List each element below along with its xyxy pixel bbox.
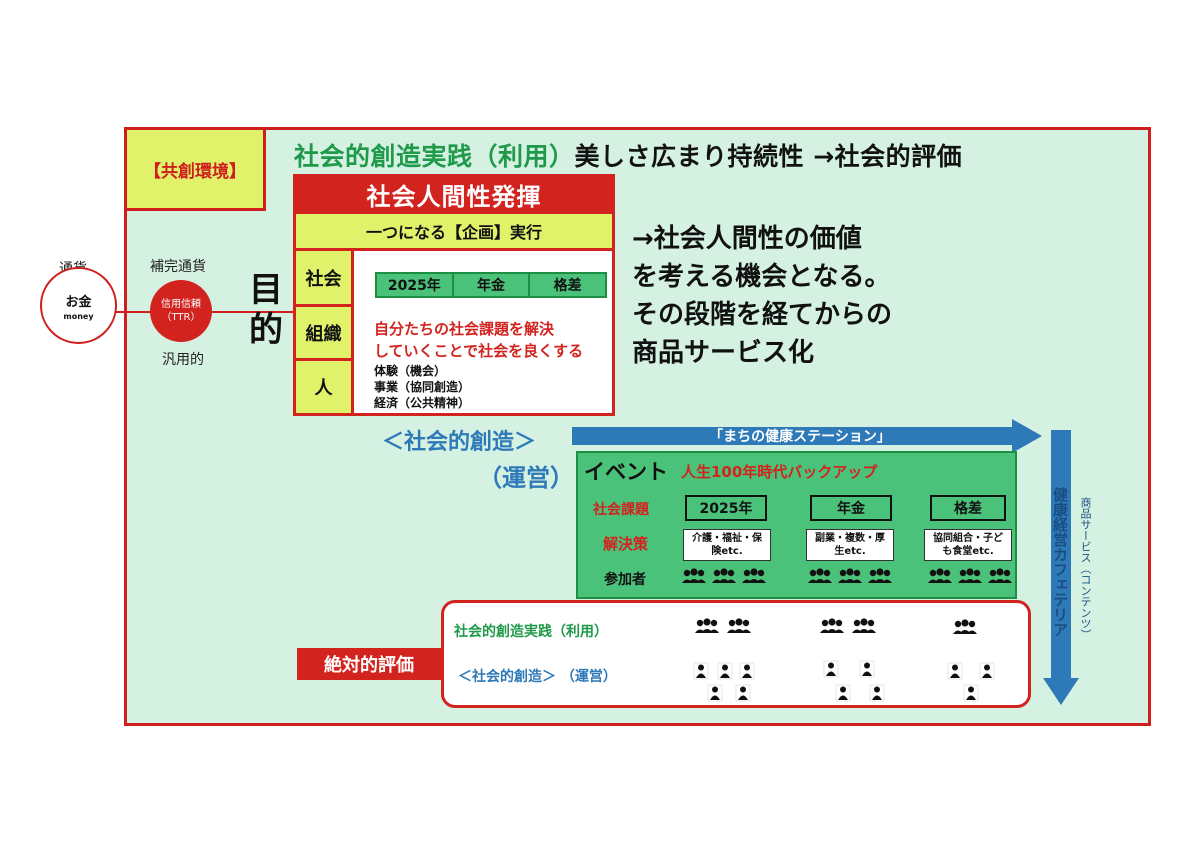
person-icon: [947, 662, 963, 680]
vertical-main-label: 健康経営カフェテリア: [1051, 487, 1069, 637]
person-icon: [735, 684, 751, 702]
chip-gap: 格差: [530, 274, 606, 296]
solution-line: 協同組合・子ど: [933, 533, 1003, 544]
list-item: 経済（公共精神）: [374, 396, 471, 410]
headline-black: 美しさ広まり持続性 →社会的評価: [574, 142, 963, 171]
row-label-participants: 参加者: [604, 572, 646, 588]
list-item: 体験（機会）: [374, 364, 447, 378]
people-group-icon: [953, 619, 977, 634]
central-subtitle: 一つになる【企画】実行: [293, 214, 615, 251]
ttr-line1: 信用信頼: [161, 299, 201, 310]
participant-group-icons: [682, 568, 1012, 583]
right-message-line: 商品サービス化: [632, 338, 815, 368]
aspect-list: 体験（機会） 事業（協同創造） 経済（公共精神）: [374, 363, 470, 411]
people-group-icon: [695, 618, 719, 633]
people-group-icon: [852, 618, 876, 633]
right-message-line: を考える機会となる。: [632, 262, 891, 292]
right-message-line: その段階を経てからの: [632, 300, 893, 330]
evaluation-row-usage: 社会的創造実践（利用）: [454, 624, 608, 640]
person-icon: [979, 662, 995, 680]
people-group-icon: [928, 568, 952, 583]
solution-line: 介護・福祉・保: [692, 533, 762, 544]
ttr-circle: 信用信頼 （TTR）: [150, 280, 212, 342]
red-statement: 自分たちの社会課題を解決 していくことで社会を良くする: [374, 318, 583, 362]
corner-label: 【共創環境】: [124, 127, 266, 211]
event-subtitle: 人生100年時代バックアップ: [681, 463, 878, 481]
central-title: 社会人間性発揮: [293, 174, 615, 214]
right-message: →社会人間性の価値 を考える機会となる。 その段階を経てからの 商品サービス化: [632, 220, 892, 372]
headline: 社会的創造実践（利用）美しさ広まり持続性 →社会的評価: [294, 137, 962, 173]
event-chip-2025: 2025年: [685, 495, 767, 521]
event-box: [576, 451, 1017, 599]
operation-label: （運営）: [478, 464, 574, 492]
people-group-icon: [868, 568, 892, 583]
solution-card: 介護・福祉・保 険etc.: [683, 529, 771, 561]
person-icon: [693, 662, 709, 680]
people-group-icon: [727, 618, 751, 633]
person-icon: [963, 684, 979, 702]
person-icon: [823, 660, 839, 678]
social-creation-label: ＜社会的創造＞: [382, 430, 537, 455]
person-icon: [859, 660, 875, 678]
mokuteki-label: 目的: [249, 270, 283, 350]
event-chip-gap: 格差: [930, 495, 1006, 521]
row-label-issue: 社会課題: [593, 502, 649, 518]
side-cell-society: 社会: [296, 251, 354, 307]
person-icon: [707, 684, 723, 702]
event-title: イベント: [584, 460, 668, 484]
side-cell-person: 人: [296, 361, 354, 413]
vertical-sub-label: 商品サービス（コンテンツ）: [1079, 497, 1092, 640]
hokan-label: 補完通貨: [150, 259, 206, 275]
ttr-line2: （TTR）: [161, 312, 201, 323]
money-sub: money: [63, 311, 94, 321]
headline-green: 社会的創造実践（利用）: [294, 142, 575, 171]
right-message-line: →社会人間性の価値: [632, 224, 862, 254]
person-icon: [717, 662, 733, 680]
event-chip-pension: 年金: [810, 495, 892, 521]
solution-card: 協同組合・子ど も食堂etc.: [924, 529, 1012, 561]
people-group-icon: [742, 568, 766, 583]
side-cell-organization: 組織: [296, 307, 354, 361]
issue-chips: 2025年 年金 格差: [375, 272, 607, 298]
chip-pension: 年金: [453, 274, 531, 296]
money-circle: お金 money: [40, 267, 117, 344]
red-statement-line2: していくことで社会を良くする: [374, 342, 584, 360]
solution-line: 副業・複数・厚: [815, 533, 885, 544]
people-group-icon: [682, 568, 706, 583]
money-main: お金: [65, 294, 92, 310]
solution-line: 険etc.: [711, 546, 743, 557]
row-label-solution: 解決策: [603, 535, 649, 553]
solution-line: 生etc.: [834, 546, 866, 557]
absolute-evaluation-label: 絶対的評価: [297, 648, 441, 680]
people-group-icon: [808, 568, 832, 583]
people-group-icon: [838, 568, 862, 583]
people-group-icon: [958, 568, 982, 583]
person-icon: [739, 662, 755, 680]
chip-2025: 2025年: [377, 274, 454, 296]
person-icon: [869, 684, 885, 702]
list-item: 事業（協同創造）: [374, 380, 471, 394]
vertical-arrow: [1043, 430, 1079, 705]
person-icon: [835, 684, 851, 702]
horizontal-arrow: [572, 419, 1042, 453]
people-group-icon: [712, 568, 736, 583]
red-statement-line1: 自分たちの社会課題を解決: [374, 320, 555, 338]
arrow-label: 「まちの健康ステーション」: [709, 429, 891, 445]
hanyo-label: 汎用的: [162, 352, 204, 368]
people-group-icon: [820, 618, 844, 633]
solution-card: 副業・複数・厚 生etc.: [806, 529, 894, 561]
people-group-icon: [988, 568, 1012, 583]
evaluation-row-operation: ＜社会的創造＞ （運営）: [458, 669, 617, 685]
evaluation-people-icons: [693, 618, 995, 702]
solution-line: も食堂etc.: [942, 546, 994, 557]
